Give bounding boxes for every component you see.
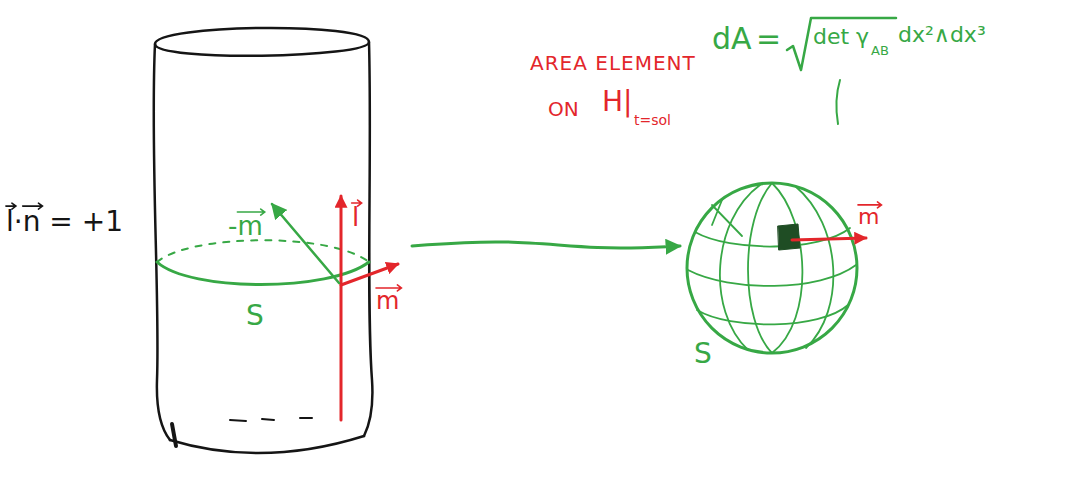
annotation-text: AREA ELEMENT <box>530 52 696 75</box>
cylinder-bottom <box>170 436 364 453</box>
sphere-outline <box>687 183 857 353</box>
node-outline <box>680 160 892 375</box>
vector-label: m <box>376 288 399 316</box>
normal-arrow <box>340 196 343 420</box>
cylinder-surface: l -m m S <box>150 20 412 456</box>
grid-line <box>795 186 833 348</box>
node-outline <box>150 20 412 456</box>
equation-text: dA <box>712 22 752 57</box>
vector-label: -m <box>228 212 263 242</box>
normal-arrow <box>792 238 866 240</box>
grid-line <box>688 265 856 286</box>
cylinder-side <box>154 44 170 440</box>
grid-line <box>697 305 848 324</box>
grid-line <box>712 200 742 236</box>
annotation-text: H| <box>602 86 633 118</box>
area-patch <box>778 224 800 250</box>
annotation-text: ON <box>548 98 579 121</box>
leader-line <box>836 80 840 124</box>
equation-text: dx²∧dx³ <box>898 22 986 47</box>
grid-line <box>695 228 850 247</box>
equation-subscript: AB <box>871 44 889 59</box>
normal-arrow <box>341 264 398 285</box>
cylinder-mark <box>230 418 312 421</box>
square-root-sign <box>787 18 896 70</box>
surface-back <box>157 240 369 262</box>
normal-arrow <box>272 204 339 283</box>
cylinder-top <box>155 28 369 56</box>
equation-text: l·n = +1 <box>6 206 123 238</box>
surface-label: S <box>246 300 264 332</box>
sphere-surface: mS <box>680 160 892 375</box>
annotation-subscript: t=sol <box>634 112 671 128</box>
connector-arrow <box>412 242 680 248</box>
vector-label: l <box>352 203 359 233</box>
equation-text: = <box>756 22 781 57</box>
equation-text: det γ <box>813 24 869 49</box>
grid-line <box>748 183 772 353</box>
cylinder-mark <box>172 424 176 446</box>
grid-line <box>772 183 802 353</box>
grid-line <box>720 185 760 350</box>
vector-label: m <box>858 204 879 229</box>
cylinder-side <box>364 42 372 436</box>
surface-label: S <box>694 338 712 370</box>
